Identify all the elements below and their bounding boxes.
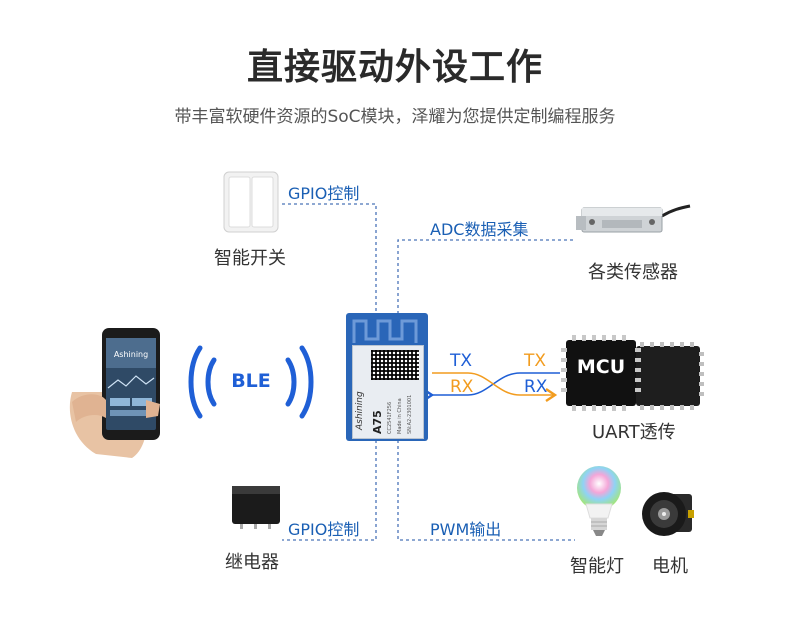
module-model: A75 [371,410,384,434]
uart-left-tx: TX [450,351,473,371]
phone-app-text: Ashining [113,350,149,359]
smart-switch-label: 智能开关 [214,248,286,269]
relay-icon [232,486,280,529]
mcu-chip-icon [561,335,704,411]
gpio-bottom-line [282,440,377,541]
load-cell-sensor-icon [576,204,691,233]
page-subtitle: 带丰富软硬件资源的SoC模块，泽耀为您提供定制编程服务 [174,107,616,127]
smart-switch-icon [223,171,279,233]
module-line-3: SN:A2-2301001 [407,394,413,434]
motor-icon [642,492,694,536]
pwm-line [397,440,575,541]
adc-label: ADC数据采集 [430,220,529,239]
ble-label: BLE [231,370,271,392]
ble-signal-icon [188,345,314,419]
module-line-2: Made in China [397,398,403,434]
module-brand: Ashining [355,391,365,430]
module-shield: Ashining A75 CC2541F256 Made in China SN… [352,345,424,439]
mcu-chip-text: MCU [576,356,626,378]
smart-light-label: 智能灯 [570,556,624,577]
gpio-top-line [282,203,377,314]
relay-label: 继电器 [225,552,279,573]
sensor-label: 各类传感器 [588,262,678,283]
a75-module: Ashining A75 CC2541F256 Made in China SN… [346,313,428,441]
antenna-trace-icon [352,319,418,343]
qr-code-icon [371,350,419,380]
module-line-1: CC2541F256 [387,401,393,434]
gpio-label-bottom: GPIO控制 [288,520,360,539]
page-title: 直接驱动外设工作 [246,47,543,88]
adc-line [397,239,575,314]
smart-bulb-icon [577,466,621,536]
pwm-label: PWM输出 [430,520,502,539]
gpio-label-top: GPIO控制 [288,184,360,203]
motor-label: 电机 [652,556,688,577]
uart-right-rx: RX [524,377,548,397]
smartphone-icon [69,328,160,458]
uart-label: UART透传 [592,422,676,443]
uart-tx-line [432,372,558,402]
uart-left-rx: RX [450,377,474,397]
uart-right-tx: TX [524,351,547,371]
